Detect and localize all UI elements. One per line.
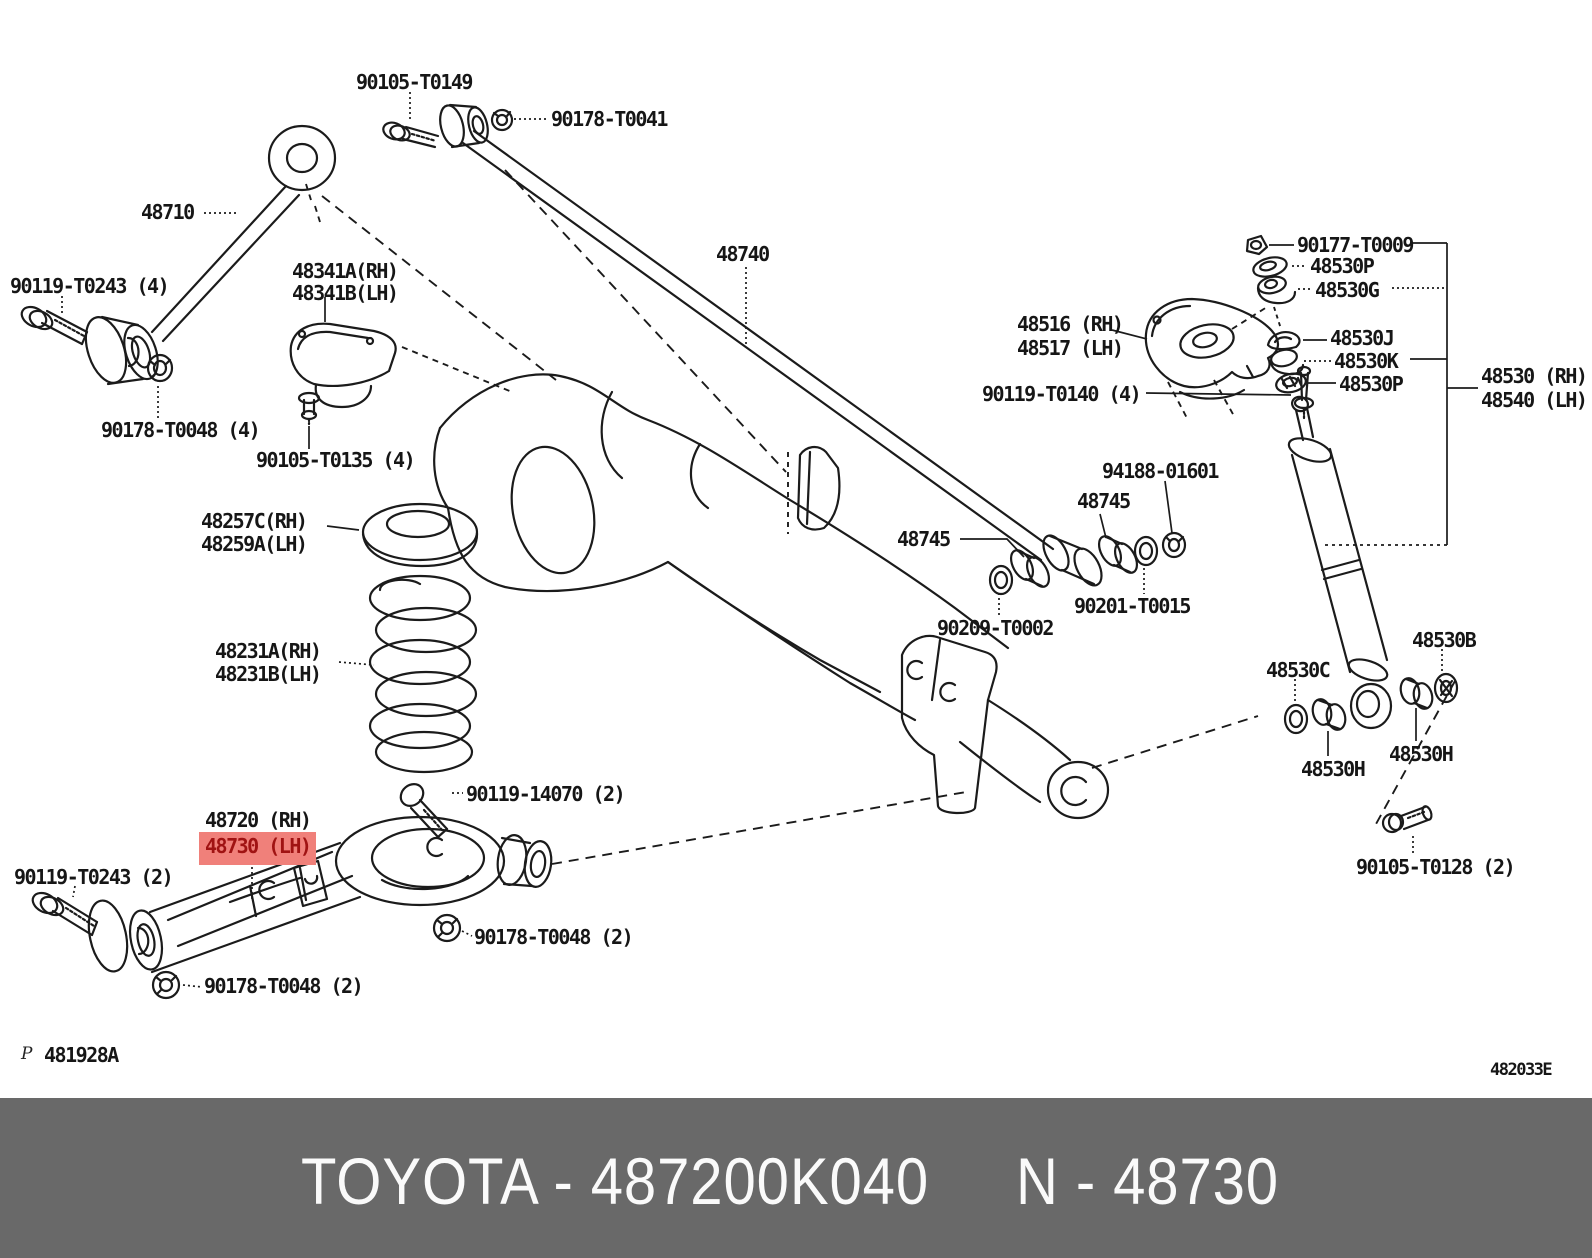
part-label-90177-T0009[interactable]: 90177-T0009 [1297, 233, 1414, 257]
footer-prefix: P [21, 1044, 33, 1064]
part-label-48231B-LH[interactable]: 48231B(LH) [215, 662, 322, 686]
part-label-90178-T0048-2[interactable]: 90178-T0048 (2) [204, 974, 364, 998]
bolt-90119-T0243-4-drawing [20, 305, 174, 383]
leader-lines-solid [308, 242, 1478, 756]
part-label-48259A-LH[interactable]: 48259A(LH) [201, 532, 308, 556]
footer-left-code: 481928A [44, 1043, 119, 1067]
lower-arm-48720-drawing [87, 815, 553, 974]
part-label-48745[interactable]: 48745 [1077, 489, 1131, 513]
part-label-48517-LH[interactable]: 48517 (LH) [1017, 336, 1124, 360]
part-label-90105-T0149[interactable]: 90105-T0149 [356, 70, 473, 94]
part-label-90209-T0002[interactable]: 90209-T0002 [937, 616, 1054, 640]
mount-bracket-48516-drawing [1144, 297, 1315, 420]
part-label-90105-T0128-2[interactable]: 90105-T0128 (2) [1356, 855, 1516, 879]
spring-seat-48257-drawing [361, 502, 479, 568]
part-label-48341A-RH[interactable]: 48341A(RH) [292, 259, 399, 283]
part-label-48530K[interactable]: 48530K [1334, 349, 1399, 373]
part-label-48231A-RH[interactable]: 48231A(RH) [215, 639, 322, 663]
part-label-48710[interactable]: 48710 [141, 200, 195, 224]
footer-right-code: 482033E [1490, 1060, 1553, 1080]
shock-lower-bushings-drawing [1283, 672, 1459, 834]
part-label-94188-01601[interactable]: 94188-01601 [1102, 459, 1219, 483]
part-label-48530J[interactable]: 48530J [1330, 326, 1395, 350]
part-label-48341B-LH[interactable]: 48341B(LH) [292, 281, 399, 305]
part-label-48540-LH[interactable]: 48540 (LH) [1481, 388, 1588, 412]
part-label-90119-T0140-4[interactable]: 90119-T0140 (4) [982, 382, 1142, 406]
coil-spring-48231-drawing [368, 574, 478, 774]
part-number-banner: TOYOTA - 487200K040 N - 48730 [0, 1098, 1592, 1258]
part-label-48257C-RH[interactable]: 48257C(RH) [201, 509, 308, 533]
part-label-48730-LH[interactable]: 48730 (LH) [205, 834, 312, 858]
selected-part-highlight [199, 832, 316, 865]
part-label-48530H[interactable]: 48530H [1389, 742, 1454, 766]
part-label-48740[interactable]: 48740 [716, 242, 770, 266]
rod-end-bushings-drawing [988, 531, 1187, 596]
shock-mount-parts-drawing [1245, 234, 1307, 394]
part-label-48530P[interactable]: 48530P [1310, 254, 1375, 278]
part-label-48530B[interactable]: 48530B [1412, 628, 1477, 652]
assembly-dashed-lines [305, 169, 1456, 865]
part-label-90178-T0048-4[interactable]: 90178-T0048 (4) [101, 418, 261, 442]
part-label-48745[interactable]: 48745 [897, 527, 951, 551]
trailing-arm-48710-drawing [84, 124, 337, 386]
part-label-48530C[interactable]: 48530C [1266, 658, 1331, 682]
part-label-48530P[interactable]: 48530P [1339, 372, 1404, 396]
part-label-90119-14070-2[interactable]: 90119-14070 (2) [466, 782, 626, 806]
part-label-90178-T0041[interactable]: 90178-T0041 [551, 107, 668, 131]
part-label-48530H[interactable]: 48530H [1301, 757, 1366, 781]
banner-brand-part-number: TOYOTA - 487200K040 [301, 1144, 930, 1218]
lateral-rod-48740-drawing [382, 103, 1055, 562]
axle-beam-drawing [433, 373, 1110, 820]
part-label-90119-T0243-2[interactable]: 90119-T0243 (2) [14, 865, 174, 889]
bump-stop-48341-drawing [289, 322, 397, 426]
part-label-48530G[interactable]: 48530G [1315, 278, 1380, 302]
lower-arm-fasteners-drawing [31, 783, 462, 1000]
part-label-48720-RH[interactable]: 48720 (RH) [205, 808, 312, 832]
part-label-48530-RH[interactable]: 48530 (RH) [1481, 364, 1588, 388]
leader-lines-dotted [61, 92, 1447, 988]
banner-reference-number: N - 48730 [1016, 1144, 1279, 1218]
part-label-48516-RH[interactable]: 48516 (RH) [1017, 312, 1124, 336]
part-label-90201-T0015[interactable]: 90201-T0015 [1074, 594, 1191, 618]
part-label-90119-T0243-4[interactable]: 90119-T0243 (4) [10, 274, 170, 298]
part-label-90105-T0135-4[interactable]: 90105-T0135 (4) [256, 448, 416, 472]
part-label-90178-T0048-2[interactable]: 90178-T0048 (2) [474, 925, 634, 949]
